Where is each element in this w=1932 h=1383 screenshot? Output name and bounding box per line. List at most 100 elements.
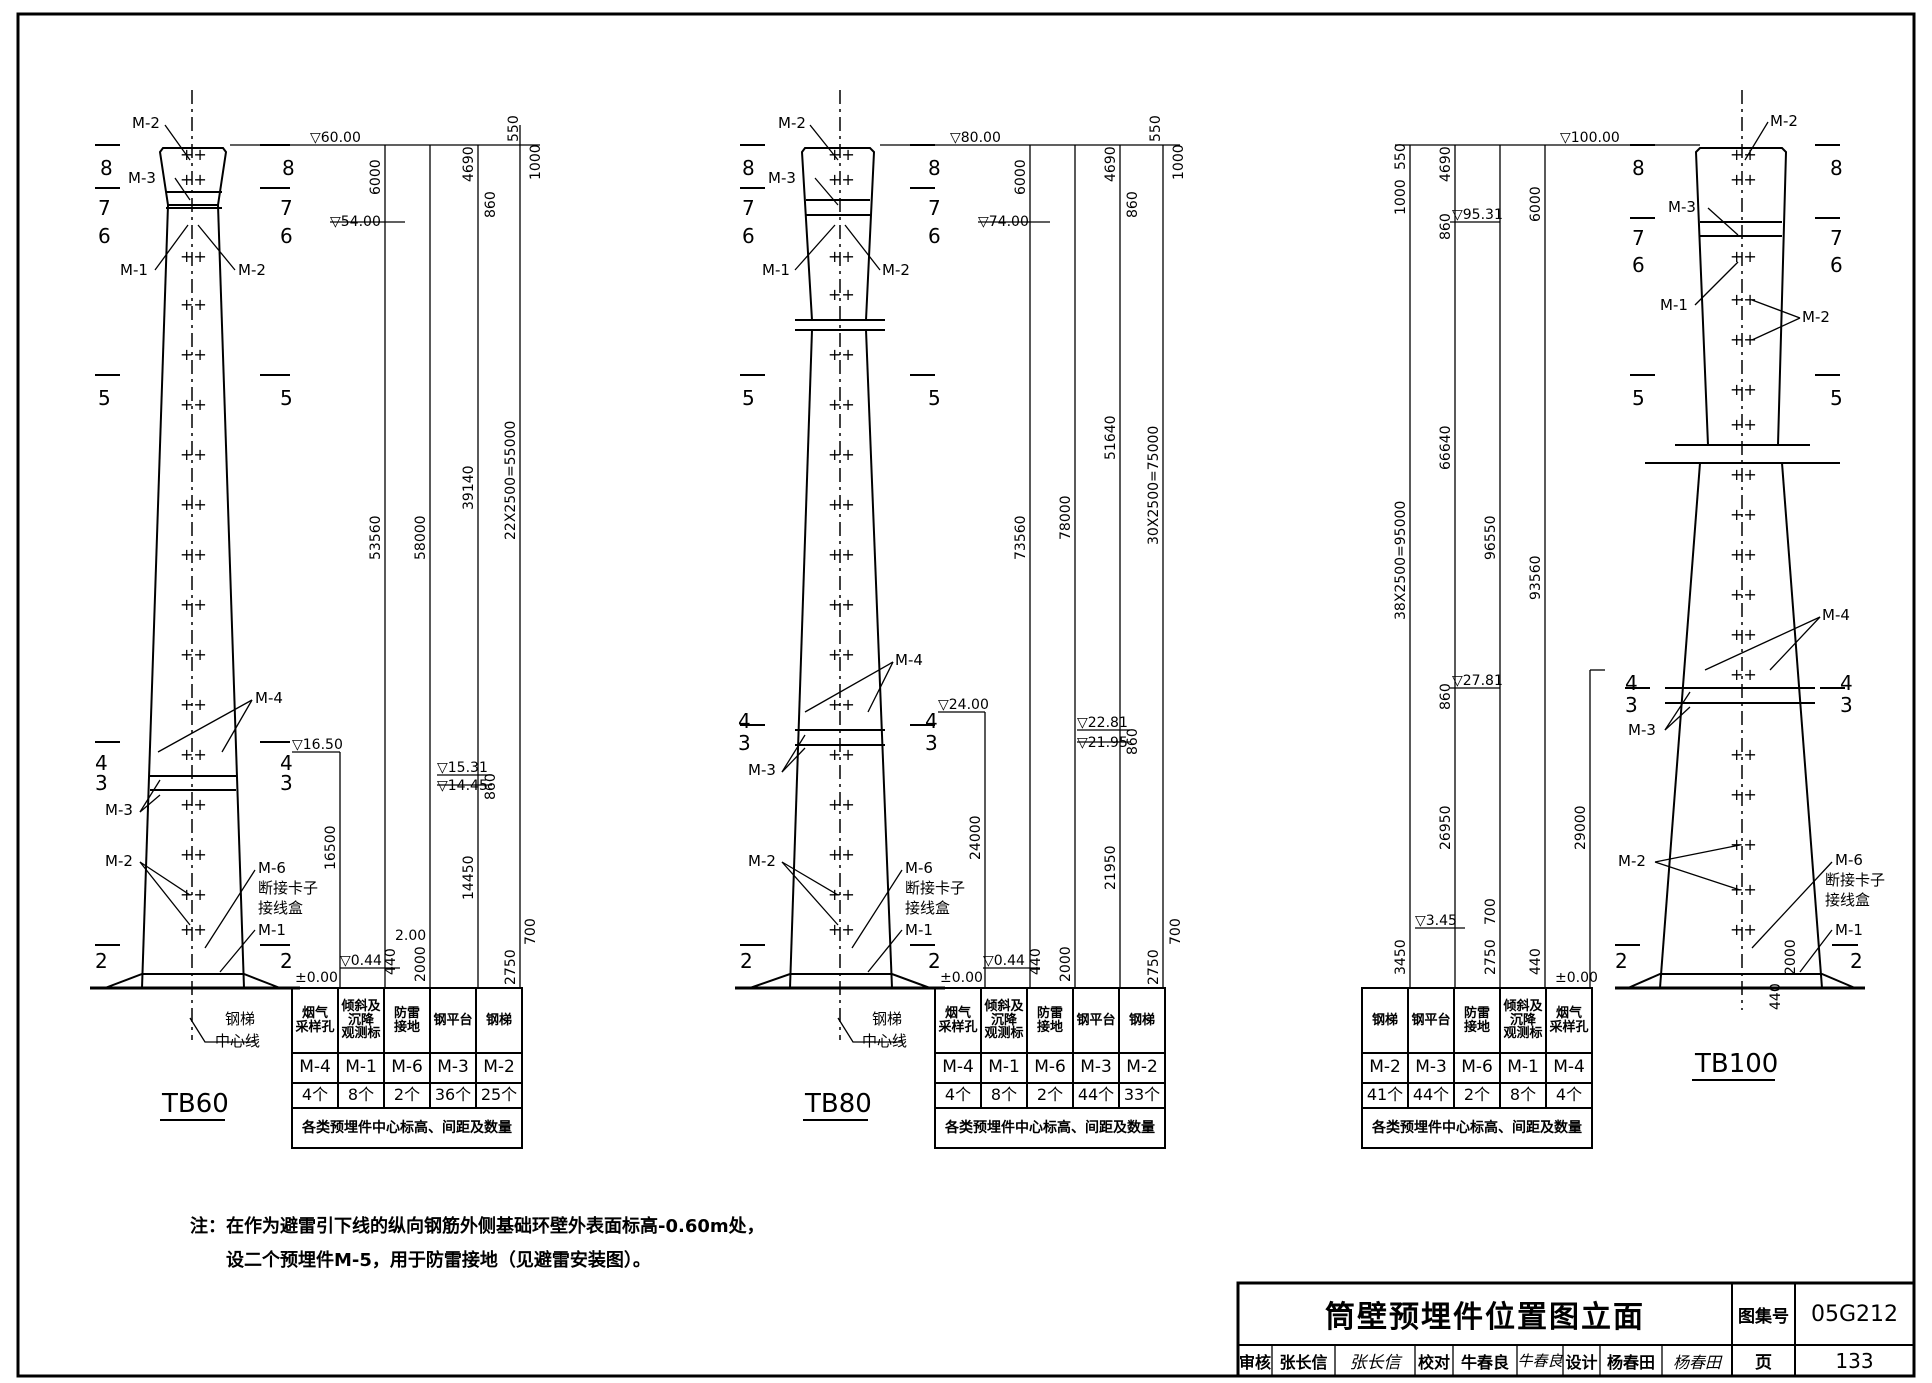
dim-440: 440 (1028, 948, 1044, 975)
design-label: 设计 (1565, 1352, 1598, 1372)
section-8-left: 8 (742, 156, 755, 180)
count-cell: 8个 (990, 1085, 1018, 1105)
svg-text:++: ++ (828, 495, 855, 514)
shell-right-edge (217, 204, 245, 989)
embedded-parts-table-tb60 (291, 987, 523, 1149)
dim-51640: 51640 (1103, 415, 1119, 460)
ladder-note-2: 中心线 (215, 1032, 260, 1050)
section-8-right: 8 (282, 156, 295, 180)
elev-top: ▽60.00 (310, 130, 361, 146)
svg-text:++: ++ (1730, 625, 1757, 644)
page-number: 133 (1835, 1348, 1874, 1373)
dim-2000: 2000 (1058, 946, 1074, 982)
section-4-right: 4 (925, 709, 938, 733)
count-cell: 2个 (1036, 1085, 1064, 1105)
elev-16: ▽16.50 (292, 737, 343, 753)
dim-58000: 58000 (413, 515, 429, 560)
section-6-left: 6 (1632, 253, 1645, 277)
elev-200: 2.00 (395, 928, 426, 944)
hdr-settlement-mark: 倾斜及 沉降 观测标 (1503, 999, 1543, 1042)
checker-name: 牛春良 (1460, 1352, 1509, 1372)
label-junction-box: 接线盒 (258, 899, 303, 917)
dim-16500: 16500 (323, 825, 339, 870)
section-2-left: 2 (740, 949, 753, 973)
section-3-right: 3 (1840, 693, 1853, 717)
dim-860: 860 (1125, 191, 1141, 218)
elev-2781: ▽27.81 (1452, 673, 1503, 689)
svg-text:++: ++ (180, 845, 207, 864)
note-line-2: 设二个预埋件M-5，用于防雷接地（见避雷安装图）。 (226, 1250, 651, 1271)
dim-66640: 66640 (1438, 425, 1454, 470)
section-5-right: 5 (1830, 386, 1843, 410)
dim-2000: 2000 (1783, 939, 1799, 975)
hdr-steel-ladder: 钢梯 (1371, 1012, 1398, 1028)
ladder-note-1: 钢梯 (872, 1010, 902, 1028)
elev-2195: ▽21.95 (1077, 735, 1128, 751)
dim-22x2500: 22X2500=55000 (503, 421, 519, 540)
svg-text:++: ++ (1730, 415, 1757, 434)
shell-left-edge (789, 329, 813, 989)
svg-text:++: ++ (180, 795, 207, 814)
count-cell: 4个 (944, 1085, 972, 1105)
dim-4690: 4690 (461, 146, 477, 182)
svg-text:++: ++ (1730, 545, 1757, 564)
code-cell: M-1 (1507, 1057, 1539, 1078)
label-m3-low: M-3 (105, 801, 133, 819)
svg-text:++: ++ (180, 920, 207, 939)
section-8-right: 8 (1830, 156, 1843, 180)
code-cell: M-2 (1369, 1057, 1401, 1078)
elev-9531: ▽95.31 (1452, 207, 1503, 223)
section-7-left: 7 (1632, 226, 1645, 250)
code-cell: M-4 (942, 1057, 974, 1078)
section-2-right: 2 (1850, 949, 1863, 973)
section-3-right: 3 (925, 731, 938, 755)
label-m2-mid: M-2 (882, 261, 910, 279)
elev-044: ▽0.44 (340, 953, 382, 969)
svg-text:++: ++ (180, 885, 207, 904)
hdr-steel-ladder: 钢梯 (485, 1012, 512, 1028)
svg-text:++: ++ (1730, 505, 1757, 524)
ladder-pegs: ++++++ ++++++ ++++++ ++++++ ++++++ ++++ (180, 145, 207, 939)
svg-text:++: ++ (828, 795, 855, 814)
table-caption: 各类预埋件中心标高、间距及数量 (302, 1119, 512, 1136)
count-cell: 25个 (480, 1085, 518, 1105)
svg-text:++: ++ (828, 395, 855, 414)
label-m1: M-1 (1660, 296, 1688, 314)
svg-text:++: ++ (1730, 585, 1757, 604)
svg-text:++: ++ (1730, 880, 1757, 899)
atlas-number: 05G212 (1810, 1301, 1899, 1327)
svg-text:++: ++ (1730, 380, 1757, 399)
elev-zero: ±0.00 (295, 970, 338, 986)
page-label: 页 (1755, 1353, 1772, 1373)
svg-text:++: ++ (180, 395, 207, 414)
label-junction-box: 接线盒 (1825, 891, 1870, 909)
designer-signature: 杨春田 (1672, 1352, 1721, 1372)
count-cell: 8个 (1509, 1085, 1537, 1105)
shell-right-edge (1781, 462, 1823, 989)
atlas-label: 图集号 (1738, 1306, 1789, 1327)
dim-3450: 3450 (1393, 939, 1409, 975)
foundation-outline (104, 973, 281, 989)
count-cell: 33个 (1123, 1085, 1161, 1105)
hdr-steel-platform: 钢平台 (1411, 1012, 1451, 1028)
label-m4: M-4 (895, 651, 923, 669)
dim-2750: 2750 (1483, 939, 1499, 975)
section-5-left: 5 (1632, 386, 1645, 410)
dim-96550: 96550 (1483, 515, 1499, 560)
svg-text:++: ++ (180, 645, 207, 664)
count-cell: 4个 (1555, 1085, 1583, 1105)
platform-bands (150, 191, 236, 791)
svg-text:++: ++ (1730, 247, 1757, 266)
svg-text:++: ++ (1730, 785, 1757, 804)
chimney-name: TB100 (1694, 1049, 1778, 1079)
section-7-right: 7 (928, 196, 941, 220)
label-m3-low: M-3 (1628, 721, 1656, 739)
hdr-lightning-ground: 防雷 接地 (1463, 1005, 1490, 1035)
section-6-left: 6 (98, 224, 111, 248)
count-cell: 36个 (434, 1085, 472, 1105)
section-6-left: 6 (742, 224, 755, 248)
table-caption: 各类预埋件中心标高、间距及数量 (945, 1119, 1155, 1136)
svg-text:++: ++ (828, 885, 855, 904)
dim-440: 440 (383, 948, 399, 975)
